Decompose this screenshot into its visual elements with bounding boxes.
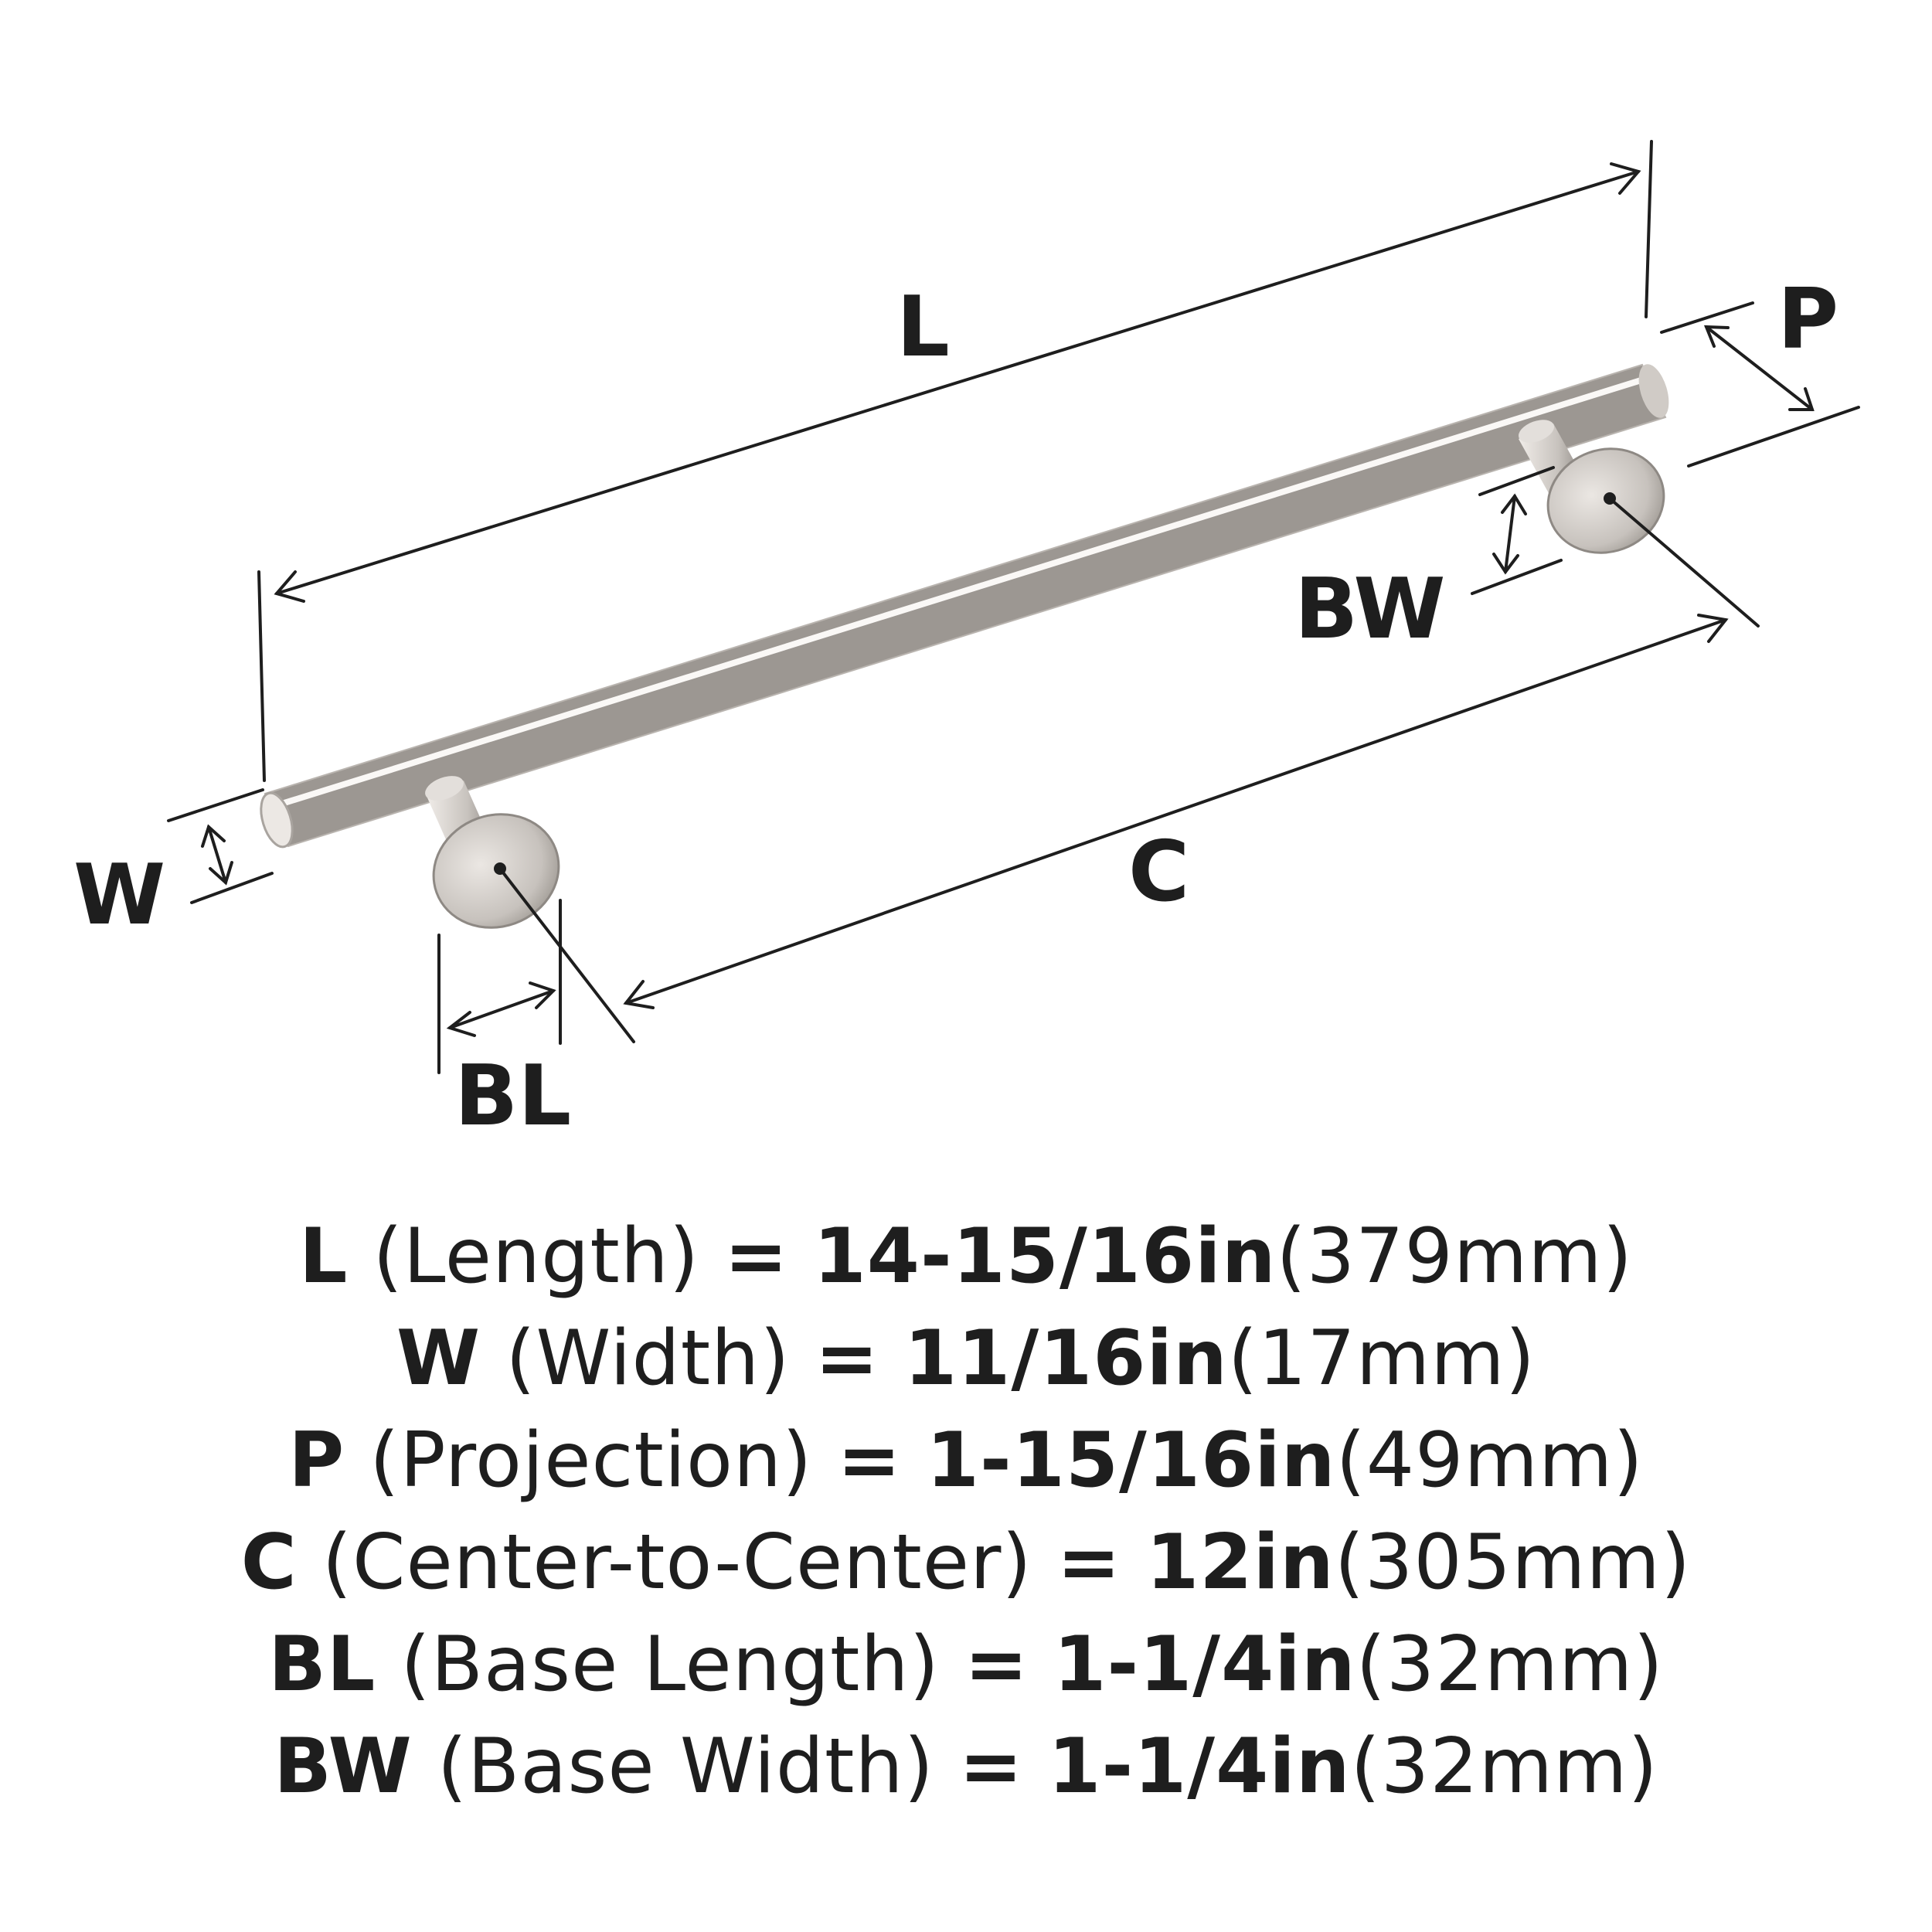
P-extension-bottom [1687,406,1860,468]
spec-imperial: 1-1/4in [1048,1723,1351,1811]
BL-dimension-line [448,989,555,1029]
P-dimension-line [1705,325,1814,411]
spec-row-base-length: BL (Base Length) = 1-1/4in(32mm) [0,1614,1932,1716]
L-extension-left [257,570,266,782]
spec-metric: (379mm) [1276,1213,1633,1301]
W-extension-bottom [190,872,274,904]
label-BW: BW [1294,561,1446,658]
BL-arrow-left [446,1011,476,1037]
dimension-lines [167,140,1860,1074]
L-dimension-line [275,170,1640,595]
P-arrow-top [1704,325,1730,348]
BW-extension-top [1478,466,1555,496]
spec-row-base-width: BW (Base Width) = 1-1/4in(32mm) [0,1716,1932,1818]
L-arrow-right [1610,162,1641,195]
BW-arrow-bottom [1492,553,1519,575]
spec-imperial: 1-15/16in [926,1417,1336,1505]
spec-equals: = [964,1621,1029,1709]
label-C: C [1128,824,1189,920]
handle-dimension-diagram: L P BW W C BL [73,140,1860,1145]
spec-imperial: 12in [1146,1519,1335,1607]
spec-metric: (49mm) [1335,1417,1644,1505]
spec-equals: = [1056,1519,1121,1607]
spec-row-projection: P (Projection) = 1-15/16in(49mm) [0,1410,1932,1512]
P-extension-top [1660,301,1754,334]
handle-bar-left-end [260,791,294,849]
spec-imperial: 1-1/4in [1053,1621,1356,1709]
spec-imperial: 11/16in [903,1315,1228,1403]
spec-equals: = [837,1417,902,1505]
spec-row-center-to-center: C (Center-to-Center) = 12in(305mm) [0,1512,1932,1614]
spec-name: (Center-to-Center) [321,1519,1032,1607]
handle-bar-highlight [273,376,1648,809]
W-extension-top [167,788,264,822]
spec-row-width: W (Width) = 11/16in(17mm) [0,1308,1932,1410]
label-W: W [73,847,165,944]
spec-metric: (32mm) [1350,1723,1658,1811]
spec-metric: (17mm) [1227,1315,1536,1403]
label-L: L [896,279,950,376]
spec-code: BW [274,1723,413,1811]
left-post [425,776,560,929]
spec-code: BL [268,1621,376,1709]
spec-equals: = [724,1213,789,1301]
L-arrow-left [274,570,305,603]
label-BL: BL [454,1048,571,1145]
spec-name: (Base Width) [437,1723,934,1811]
C-extension-right [1608,497,1760,628]
C-arrow-right [1697,614,1729,643]
spec-name: (Length) [372,1213,700,1301]
C-extension-left [498,867,635,1043]
W-arrow-top [201,824,226,848]
spec-code: W [396,1315,481,1403]
C-arrow-left [623,980,655,1009]
handle-bar-right-end [1638,364,1669,418]
right-post [1519,420,1665,554]
W-dimension-line [207,825,227,884]
L-extension-right [1645,140,1653,318]
BL-arrow-right [529,981,556,1009]
C-dimension-line [624,618,1727,1005]
spec-equals: = [958,1723,1024,1811]
handle-illustration [260,363,1669,929]
label-P: P [1777,271,1838,368]
spec-metric: (305mm) [1334,1519,1692,1607]
spec-code: C [240,1519,298,1607]
BW-dimension-line [1504,495,1516,573]
W-arrow-bottom [209,861,233,886]
spec-name: (Projection) [369,1417,813,1505]
spec-equals: = [815,1315,879,1403]
spec-metric: (32mm) [1355,1621,1664,1709]
spec-code: L [299,1213,349,1301]
P-arrow-bottom [1788,387,1815,411]
spec-imperial: 14-15/16in [813,1213,1277,1301]
spec-code: P [288,1417,345,1505]
BW-arrow-top [1501,493,1527,515]
spec-name: (Base Length) [400,1621,940,1709]
BW-extension-bottom [1471,559,1563,595]
dimension-spec-list: L (Length) = 14-15/16in(379mm) W (Width)… [0,1206,1932,1818]
spec-name: (Width) [505,1315,791,1403]
spec-row-length: L (Length) = 14-15/16in(379mm) [0,1206,1932,1308]
